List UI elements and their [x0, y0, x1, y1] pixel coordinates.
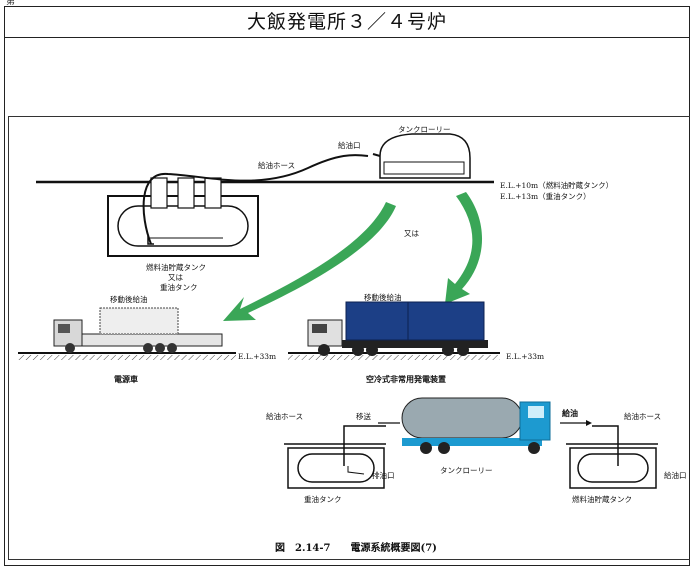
label-fuel-hose-bottom-left: 給油ホース	[266, 412, 304, 421]
page-title: 大飯発電所３／４号炉	[4, 6, 690, 38]
label-move-fuel-right: 移動後給油	[364, 293, 402, 302]
label-el-right: E.L.+33m	[506, 352, 545, 361]
label-air-cooled-gen: 空冷式非常用発電装置	[366, 374, 446, 384]
label-transfer: 移送	[356, 412, 371, 421]
label-tank-name-1: 燃料油貯蔵タンク	[146, 263, 206, 272]
fuel-hose-bottom-left	[343, 425, 386, 466]
tank-lorry-top	[372, 133, 471, 179]
label-fuel-storage-tank: 燃料油貯蔵タンク	[572, 495, 632, 504]
label-heavy-oil-tank: 重油タンク	[304, 495, 342, 504]
label-el-top-1: E.L.+10m（燃料油貯蔵タンク）	[500, 181, 614, 190]
arrow-to-generator	[445, 192, 483, 304]
label-move-fuel-left: 移動後給油	[110, 295, 148, 304]
tank-lorry-bottom	[401, 397, 551, 454]
fuel-storage-tank-top	[107, 177, 259, 257]
arrow-to-power-truck	[223, 202, 396, 321]
label-refuel: 給油	[562, 408, 578, 418]
label-tank-name-2: 重油タンク	[160, 283, 198, 292]
power-system-diagram	[18, 133, 658, 489]
figure-caption: 図 2.14-7 電源系統概要図(7)	[275, 543, 437, 554]
page-ref-text: 第	[6, 0, 70, 7]
air-cooled-generator	[307, 301, 488, 356]
power-truck	[53, 307, 223, 353]
fuel-hose-bottom-right	[592, 425, 619, 466]
drain-line	[347, 466, 365, 475]
label-fuel-port: 給油口	[338, 141, 361, 150]
label-tank-lorry-top: タンクローリー	[398, 125, 451, 134]
page-header-fragment: 第	[0, 0, 695, 8]
label-fuel-hose-bottom-right: 給油ホース	[624, 412, 662, 421]
label-fuel-hose-top: 給油ホース	[258, 161, 296, 170]
fuel-storage-tank-bottom	[566, 443, 658, 489]
label-el-top-2: E.L.+13m（重油タンク）	[500, 192, 591, 201]
label-tank-lorry-bottom: タンクローリー	[440, 466, 493, 475]
label-tank-name-or: 又は	[168, 273, 183, 282]
label-power-truck: 電源車	[114, 374, 138, 384]
heavy-oil-tank-bottom	[284, 443, 386, 489]
label-or: 又は	[404, 229, 419, 238]
label-drain-port: 排油口	[372, 471, 395, 480]
fuel-hose-top	[142, 154, 369, 245]
label-el-left: E.L.+33m	[238, 352, 277, 361]
label-fuel-port-bottom-right: 給油口	[664, 471, 687, 480]
